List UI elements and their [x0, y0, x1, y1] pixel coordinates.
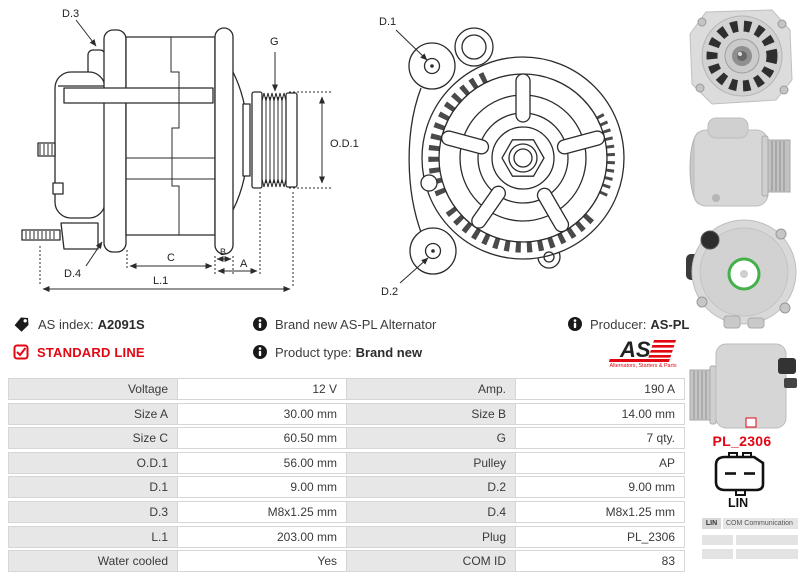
spec-label: Size A [8, 402, 178, 425]
spec-label: D.1 [8, 476, 178, 499]
photo-angled-view[interactable] [686, 336, 798, 432]
spec-value: 12 V [177, 378, 347, 400]
dim-label-d3: D.3 [62, 8, 79, 20]
spec-label: Water cooled [8, 550, 178, 573]
table-row: Size C 60.50 mm G 7 qty. [8, 427, 686, 450]
plug-pin-label: LIN [728, 496, 749, 510]
table-row: Water cooled Yes COM ID 83 [8, 550, 686, 573]
dim-label-d1: D.1 [379, 16, 396, 28]
dim-label-d4: D.4 [64, 268, 81, 280]
as-index-label: AS index: [38, 316, 94, 332]
plug-connector-diagram [714, 452, 765, 496]
spec-value: 83 [515, 550, 685, 573]
spec-label: Voltage [8, 378, 178, 400]
spec-value: M8x1.25 mm [515, 500, 685, 523]
spec-value: 14.00 mm [515, 402, 685, 425]
spec-value: 30.00 mm [177, 402, 347, 425]
spec-label: Pulley [346, 451, 516, 474]
spec-label: O.D.1 [8, 451, 178, 474]
producer-row: Producer: AS-PL [568, 314, 689, 334]
spec-label: COM ID [346, 550, 516, 573]
product-type-row: Product type: Brand new [253, 342, 422, 362]
mount-stud [21, 229, 61, 241]
table-row: Voltage 12 V Amp. 190 A [8, 378, 686, 400]
spec-value: 190 A [515, 378, 685, 400]
tag-icon [14, 317, 29, 332]
dim-label-od1: O.D.1 [330, 138, 359, 150]
brand-new-text: Brand new AS-PL Alternator [275, 316, 437, 332]
producer-label: Producer: [590, 316, 647, 332]
connector-plug [778, 358, 796, 374]
dim-label-g: G [270, 36, 279, 48]
side-view-diagram: D.3 G O.D.1 D.4 C B A L.1 [21, 8, 359, 292]
spec-label: Size B [346, 402, 516, 425]
table-row: Size A 30.00 mm Size B 14.00 mm [8, 402, 686, 425]
d4-bracket [60, 222, 99, 250]
com-table-row: LIN COM Communication [702, 518, 798, 529]
terminal-stud [37, 142, 56, 157]
logo-text: AS [619, 337, 651, 362]
spec-value: 7 qty. [515, 427, 685, 450]
dim-label-a: A [240, 258, 248, 270]
spec-label: D.3 [8, 500, 178, 523]
spec-label: Amp. [346, 378, 516, 400]
spec-label: Size C [8, 427, 178, 450]
table-row: D.3 M8x1.25 mm D.4 M8x1.25 mm [8, 500, 686, 523]
spec-value: 9.00 mm [177, 476, 347, 499]
info-icon [253, 317, 267, 331]
as-pl-logo: AS Alternators, Starters & Parts [608, 337, 677, 369]
as-index-row: AS index: A2091S [13, 314, 145, 334]
table-row: D.1 9.00 mm D.2 9.00 mm [8, 476, 686, 499]
standard-line-row: STANDARD LINE [13, 342, 145, 362]
dim-label-l1: L.1 [153, 275, 168, 287]
spec-value: 60.50 mm [177, 427, 347, 450]
spec-value: PL_2306 [515, 525, 685, 548]
spec-label: D.4 [346, 500, 516, 523]
photo-front-view[interactable] [686, 8, 798, 106]
front-view-diagram: D.1 D.2 [379, 16, 625, 298]
spec-value: Yes [177, 550, 347, 573]
dim-label-b: B [220, 247, 226, 257]
info-icon [568, 317, 582, 331]
com-table-row-empty [702, 535, 798, 545]
product-type-label: Product type: [275, 344, 352, 360]
photo-side-view[interactable] [686, 110, 798, 214]
spec-value: 203.00 mm [177, 525, 347, 548]
spec-value: 56.00 mm [177, 451, 347, 474]
spec-value: AP [515, 451, 685, 474]
spec-label: L.1 [8, 525, 178, 548]
brand-new-row: Brand new AS-PL Alternator [253, 314, 436, 334]
plug-name: PL_2306 [712, 433, 772, 449]
producer-value: AS-PL [650, 316, 690, 332]
standard-line-label: STANDARD LINE [37, 344, 145, 360]
table-row: O.D.1 56.00 mm Pulley AP [8, 451, 686, 474]
photo-rear-view[interactable] [686, 216, 798, 332]
com-key: LIN [702, 518, 721, 529]
info-icon [253, 345, 267, 359]
spec-table: Voltage 12 V Amp. 190 A Size A 30.00 mm … [8, 378, 686, 575]
com-table-row-empty [702, 549, 798, 559]
dim-label-d2: D.2 [381, 286, 398, 298]
logo-tagline: Alternators, Starters & Parts [609, 363, 676, 369]
as-index-value: A2091S [97, 316, 145, 332]
dim-label-c: C [167, 252, 175, 264]
spec-value: M8x1.25 mm [177, 500, 347, 523]
checkbox-checked-icon [13, 344, 29, 360]
product-type-value: Brand new [355, 344, 423, 360]
spec-value: 9.00 mm [515, 476, 685, 499]
table-row: L.1 203.00 mm Plug PL_2306 [8, 525, 686, 548]
pulley-flange [251, 91, 263, 189]
spec-label: Plug [346, 525, 516, 548]
spec-label: D.2 [346, 476, 516, 499]
spec-label: G [346, 427, 516, 450]
com-value: COM Communication [723, 518, 798, 529]
